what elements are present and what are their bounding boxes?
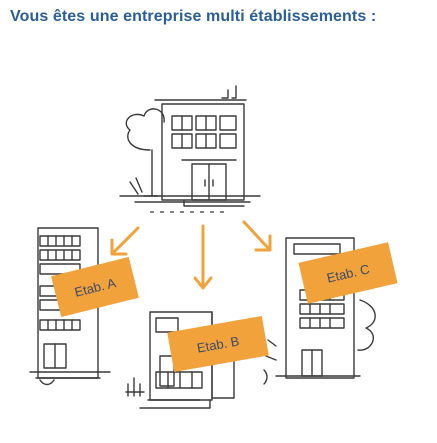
headquarters-building [119,85,261,207]
page-title: Vous êtes une entreprise multi établisse… [10,8,377,25]
distribution-arrows [110,220,272,290]
